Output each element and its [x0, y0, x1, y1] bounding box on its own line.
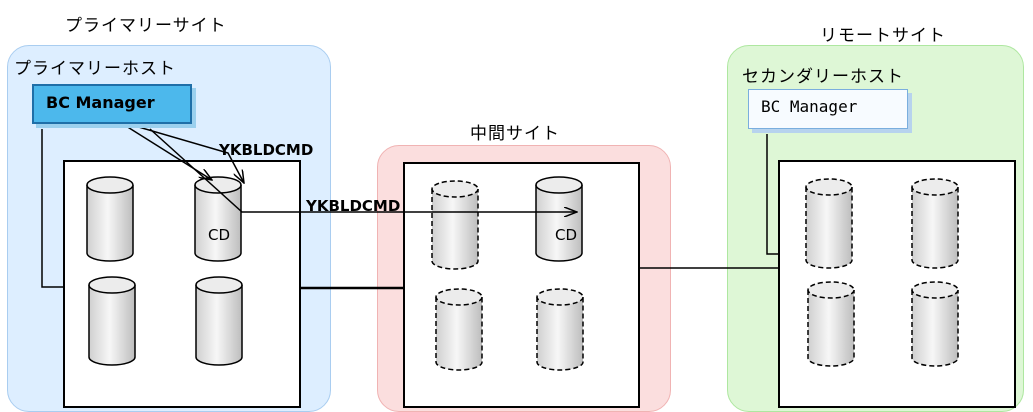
intermediate-command-label: YKBLDCMD — [305, 197, 400, 215]
intermediate-volume-cd — [535, 176, 583, 262]
primary-host-connector — [41, 129, 64, 288]
primary-cd-label: CD — [208, 226, 230, 244]
primary-volume-1 — [86, 176, 134, 262]
secondary-host-label: セカンダリーホスト — [742, 67, 904, 87]
command-arrow-to-primary-cd — [117, 120, 212, 180]
intermediate-volume-3 — [435, 288, 483, 371]
secondary-host-connector — [766, 134, 779, 255]
remote-volume-3 — [807, 281, 855, 367]
remote-volume-1 — [805, 178, 853, 269]
remote-volume-2 — [911, 178, 959, 269]
diagram-drawing: CD CD YKBLDCMD YKBLDCMD — [41, 120, 959, 371]
intermediate-volume-1 — [431, 180, 479, 270]
primary-volume-3 — [88, 276, 136, 366]
primary-bc-manager: BC Manager — [32, 84, 192, 124]
remote-volume-4 — [911, 281, 959, 367]
remote-site-title: リモートサイト — [820, 26, 946, 46]
intermediate-site-title: 中間サイト — [470, 124, 560, 144]
command-arrow-to-intermediate-cd — [149, 128, 577, 212]
intermediate-cd-label: CD — [555, 226, 577, 244]
command-arrow-to-primary-cd-2 — [117, 120, 244, 183]
primary-command-label: YKBLDCMD — [218, 141, 313, 159]
secondary-bc-manager: BC Manager — [748, 89, 908, 129]
primary-volume-4 — [195, 276, 243, 366]
intermediate-volume-4 — [536, 288, 584, 371]
primary-host-label: プライマリーホスト — [14, 59, 176, 79]
primary-bc-manager-label: BC Manager — [46, 93, 155, 112]
secondary-bc-manager-label: BC Manager — [761, 97, 858, 116]
primary-site-title: プライマリーサイト — [65, 16, 227, 36]
